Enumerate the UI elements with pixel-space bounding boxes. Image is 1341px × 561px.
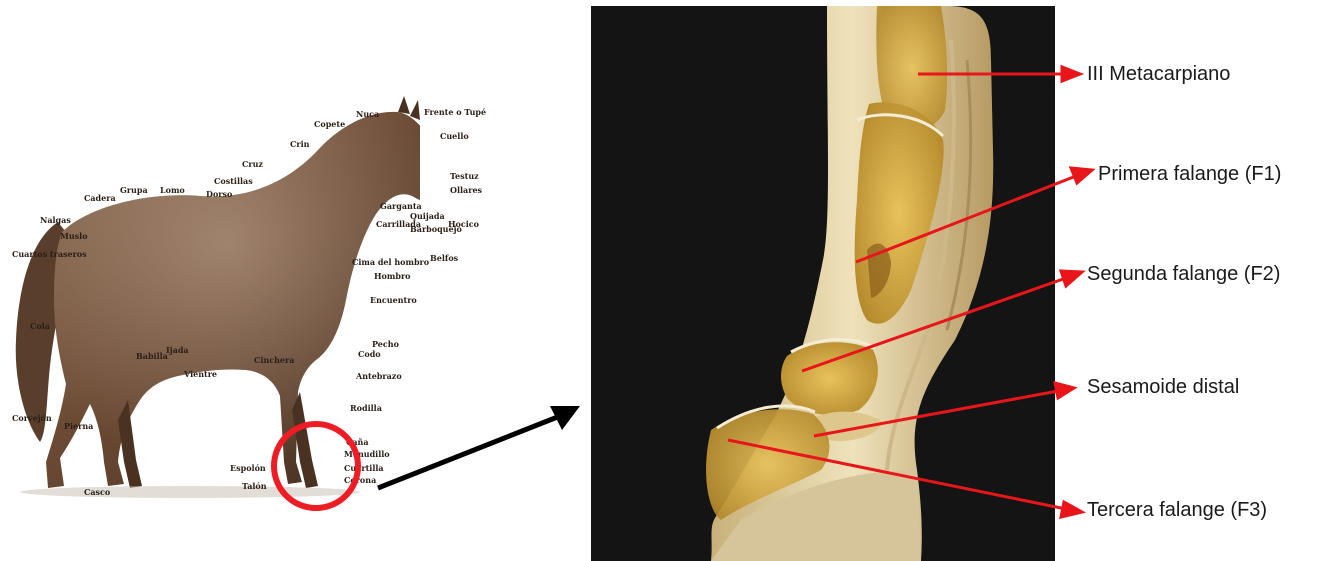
f2-arrow	[802, 278, 1066, 371]
distal-sesamoid-label: Sesamoide distal	[1087, 377, 1239, 397]
second-phalanx-label: Segunda falange (F2)	[1087, 264, 1280, 284]
metacarpal-label: III Metacarpiano	[1087, 64, 1230, 84]
third-phalanx-label: Tercera falange (F3)	[1087, 500, 1267, 520]
first-phalanx-label: Primera falange (F1)	[1098, 164, 1281, 184]
f1-arrow	[856, 176, 1076, 262]
f3-arrow	[728, 440, 1066, 509]
sesamoid-arrow	[814, 391, 1058, 436]
